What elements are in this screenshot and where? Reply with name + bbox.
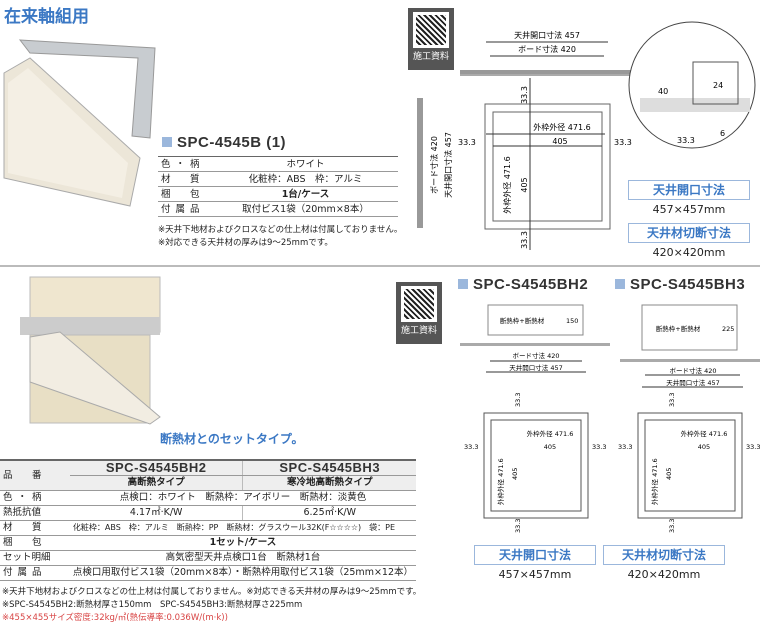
svg-text:外枠外径 471.6: 外枠外径 471.6 bbox=[527, 429, 574, 438]
section-divider bbox=[0, 265, 760, 267]
svg-text:ボード寸法 420: ボード寸法 420 bbox=[429, 136, 439, 194]
svg-text:外枠外径 471.6: 外枠外径 471.6 bbox=[650, 458, 659, 505]
svg-text:405: 405 bbox=[698, 443, 710, 451]
opening-size-value-bottom: 457×457mm bbox=[498, 568, 572, 581]
notes-bottom: ※天井下地材およびクロスなどの仕上材は付属しておりません。※対応できる天井材の厚… bbox=[2, 587, 422, 623]
qr-code-top[interactable]: 施工資料 bbox=[408, 8, 454, 70]
tagline: 断熱材とのセットタイプ。 bbox=[160, 432, 304, 446]
svg-text:外枠外径 471.6: 外枠外径 471.6 bbox=[533, 122, 590, 132]
bullet-square bbox=[162, 137, 172, 147]
svg-text:天井開口寸法 457: 天井開口寸法 457 bbox=[509, 363, 562, 372]
svg-text:33.3: 33.3 bbox=[614, 138, 632, 147]
opening-size-label-bottom: 天井開口寸法 bbox=[474, 545, 596, 565]
product-image-top bbox=[3, 39, 156, 207]
model-name: SPC-4545B (1) bbox=[177, 134, 287, 151]
svg-text:ボード寸法 420: ボード寸法 420 bbox=[518, 44, 576, 54]
table-row: セット明細高気密型天井点検口1台 断熱材1台 bbox=[0, 550, 416, 566]
cut-size-value: 420×420mm bbox=[652, 246, 726, 259]
cut-size-label-bottom: 天井材切断寸法 bbox=[603, 545, 725, 565]
svg-text:外枠外径 471.6: 外枠外径 471.6 bbox=[502, 156, 512, 213]
svg-text:225: 225 bbox=[722, 325, 734, 333]
svg-text:150: 150 bbox=[566, 317, 578, 325]
product-image-bottom bbox=[20, 276, 161, 425]
svg-text:天井開口寸法 457: 天井開口寸法 457 bbox=[514, 30, 580, 40]
svg-text:天井開口寸法 457: 天井開口寸法 457 bbox=[443, 132, 453, 198]
svg-text:33.3: 33.3 bbox=[464, 443, 478, 451]
svg-text:24: 24 bbox=[713, 81, 723, 90]
opening-size-value: 457×457mm bbox=[652, 203, 726, 216]
table-row: 材 質化粧枠：ABS 枠：アルミ 断熱枠：PP 断熱材：グラスウール32K(F☆… bbox=[0, 520, 416, 536]
svg-text:断熱枠+断熱材: 断熱枠+断熱材 bbox=[500, 316, 545, 325]
table-row: 色・柄点検口：ホワイト 断熱枠：アイボリー 断熱材：淡黄色 bbox=[0, 490, 416, 506]
svg-text:33.3: 33.3 bbox=[520, 231, 529, 249]
cut-size-value-bottom: 420×420mm bbox=[627, 568, 701, 581]
svg-text:40: 40 bbox=[658, 87, 668, 96]
qr-code-bottom[interactable]: 施工資料 bbox=[396, 282, 442, 344]
dimension-drawing-top: 天井開口寸法 457 ボード寸法 420 ボード寸法 420 天井開口寸法 45… bbox=[417, 21, 756, 250]
svg-text:33.3: 33.3 bbox=[520, 86, 529, 104]
dimension-drawings-bottom: 断熱枠+断熱材 150 ボード寸法 420 天井開口寸法 457 断熱枠+断熱材 2… bbox=[460, 304, 760, 533]
svg-text:33.3: 33.3 bbox=[668, 393, 676, 407]
svg-text:405: 405 bbox=[511, 468, 519, 480]
svg-text:33.3: 33.3 bbox=[458, 138, 476, 147]
table-row: 付属品点検口用取付ビス1袋（20mm×8本）・断熱枠用取付ビス1袋（25mm×1… bbox=[0, 565, 416, 581]
model-name-bh2: SPC-S4545BH2 bbox=[473, 276, 589, 293]
svg-text:405: 405 bbox=[520, 177, 529, 192]
cut-size-label: 天井材切断寸法 bbox=[628, 223, 750, 243]
svg-text:外枠外径 471.6: 外枠外径 471.6 bbox=[681, 429, 728, 438]
svg-text:断熱枠+断熱材: 断熱枠+断熱材 bbox=[656, 324, 701, 333]
svg-text:33.3: 33.3 bbox=[514, 519, 522, 533]
svg-text:405: 405 bbox=[544, 443, 556, 451]
svg-text:ボード寸法 420: ボード寸法 420 bbox=[670, 366, 717, 375]
opening-size-label: 天井開口寸法 bbox=[628, 180, 750, 200]
svg-text:天井開口寸法 457: 天井開口寸法 457 bbox=[666, 378, 719, 387]
svg-text:33.3: 33.3 bbox=[668, 519, 676, 533]
svg-text:33.3: 33.3 bbox=[677, 136, 695, 145]
svg-text:33.3: 33.3 bbox=[514, 393, 522, 407]
svg-text:6: 6 bbox=[720, 129, 725, 138]
svg-text:405: 405 bbox=[665, 468, 673, 480]
table-row: 色・柄ホワイト bbox=[158, 156, 398, 172]
model-name-bh3: SPC-S4545BH3 bbox=[630, 276, 746, 293]
svg-text:33.3: 33.3 bbox=[618, 443, 632, 451]
page-title: 在来軸組用 bbox=[4, 7, 89, 27]
svg-text:外枠外径 471.6: 外枠外径 471.6 bbox=[496, 458, 505, 505]
svg-text:405: 405 bbox=[552, 137, 567, 146]
table-row: 材 質化粧枠：ABS 枠：アルミ bbox=[158, 171, 398, 187]
svg-text:ボード寸法 420: ボード寸法 420 bbox=[513, 351, 560, 360]
table-row: 付属品取付ビス1袋（20mm×8本） bbox=[158, 201, 398, 217]
svg-text:33.3: 33.3 bbox=[746, 443, 760, 451]
notes-top: ※天井下地材およびクロスなどの仕上材は付属しておりません。 ※対応できる天井材の… bbox=[158, 225, 403, 248]
svg-text:33.3: 33.3 bbox=[592, 443, 606, 451]
